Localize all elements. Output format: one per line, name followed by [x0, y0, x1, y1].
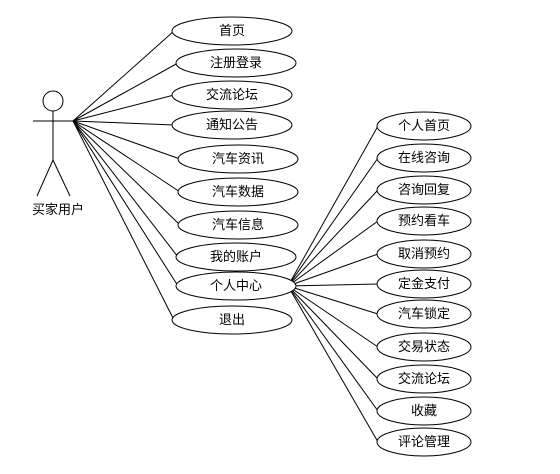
sub-use-case-consult-reply-label: 咨询回复 — [398, 183, 450, 198]
sub-use-case-deposit-payment-shape — [376, 269, 472, 299]
actor-left-leg — [36, 159, 54, 197]
sub-use-case-book-viewing-label: 预约看车 — [398, 213, 450, 229]
use-case-personal-center-shape — [175, 271, 297, 301]
sub-use-case-car-lock-label: 汽车锁定 — [398, 306, 450, 322]
association-line-home — [72, 30, 175, 122]
use-case-forum[interactable]: 交流论坛 — [171, 80, 293, 110]
sub-use-case-cancel-booking[interactable]: 取消预约 — [376, 239, 472, 269]
include-line-sub-forum — [287, 285, 379, 380]
include-line-cancel-booking — [287, 253, 379, 287]
include-line-book-viewing — [287, 220, 379, 287]
use-case-register-login-label: 注册登录 — [210, 56, 262, 71]
association-line-car-data — [72, 120, 181, 193]
use-case-car-info[interactable]: 汽车信息 — [177, 210, 299, 240]
sub-use-case-favorites-label: 收藏 — [411, 404, 437, 419]
include-line-deposit-payment — [287, 283, 379, 287]
association-line-my-account — [72, 120, 179, 258]
include-line-car-lock — [287, 285, 379, 315]
use-case-notice[interactable]: 通知公告 — [171, 110, 293, 140]
actor-head — [42, 90, 64, 112]
association-line-forum — [72, 94, 175, 122]
use-case-car-news-label: 汽车资讯 — [212, 151, 264, 167]
association-lines — [72, 30, 379, 443]
use-case-notice-shape — [171, 110, 293, 140]
sub-use-cases: 个人首页在线咨询咨询回复预约看车取消预约定金支付汽车锁定交易状态交流论坛收藏评论… — [376, 111, 472, 457]
use-case-my-account-shape — [175, 242, 297, 272]
use-case-logout[interactable]: 退出 — [171, 305, 293, 335]
use-case-notice-label: 通知公告 — [206, 117, 258, 133]
association-line-notice — [72, 120, 175, 126]
actor-right-leg — [52, 159, 71, 197]
sub-use-case-trade-status[interactable]: 交易状态 — [376, 332, 472, 362]
actor-figure: 买家用户 — [32, 90, 84, 218]
use-case-personal-center-label: 个人中心 — [210, 279, 262, 294]
use-case-logout-shape — [171, 305, 293, 335]
sub-use-case-deposit-payment-label: 定金支付 — [398, 276, 450, 292]
use-case-car-info-label: 汽车信息 — [212, 217, 264, 233]
sub-use-case-personal-home-label: 个人首页 — [398, 119, 450, 134]
use-case-forum-label: 交流论坛 — [206, 87, 258, 103]
sub-use-case-car-lock[interactable]: 汽车锁定 — [376, 299, 472, 329]
sub-use-case-consult-reply-shape — [376, 175, 472, 205]
actor-label: 买家用户 — [32, 202, 84, 218]
use-case-forum-shape — [171, 80, 293, 110]
sub-use-case-personal-home[interactable]: 个人首页 — [376, 111, 472, 141]
use-case-home-shape — [171, 16, 293, 46]
sub-use-case-sub-forum[interactable]: 交流论坛 — [376, 364, 472, 394]
sub-use-case-favorites-shape — [376, 396, 472, 426]
sub-use-case-online-consult-shape — [376, 143, 472, 173]
sub-use-case-consult-reply[interactable]: 咨询回复 — [376, 175, 472, 205]
sub-use-case-car-lock-shape — [376, 299, 472, 329]
sub-use-case-sub-forum-label: 交流论坛 — [398, 371, 450, 387]
sub-use-case-favorites[interactable]: 收藏 — [376, 396, 472, 426]
include-line-personal-home — [287, 125, 379, 287]
association-line-personal-center — [72, 120, 179, 287]
sub-use-case-trade-status-shape — [376, 332, 472, 362]
use-case-my-account[interactable]: 我的账户 — [175, 242, 297, 272]
sub-use-case-deposit-payment[interactable]: 定金支付 — [376, 269, 472, 299]
include-line-comment-manage — [287, 285, 379, 443]
include-line-online-consult — [287, 157, 379, 287]
sub-use-case-comment-manage[interactable]: 评论管理 — [376, 427, 472, 457]
use-case-car-data-label: 汽车数据 — [212, 184, 264, 200]
sub-use-case-cancel-booking-label: 取消预约 — [398, 247, 450, 262]
association-line-logout — [72, 120, 175, 321]
sub-use-case-comment-manage-shape — [376, 427, 472, 457]
sub-use-case-online-consult-label: 在线咨询 — [398, 151, 450, 166]
use-case-register-login[interactable]: 注册登录 — [175, 48, 297, 78]
use-case-car-news[interactable]: 汽车资讯 — [177, 144, 299, 174]
include-line-consult-reply — [287, 189, 379, 287]
use-case-home[interactable]: 首页 — [171, 16, 293, 46]
use-case-car-info-shape — [177, 210, 299, 240]
sub-use-case-comment-manage-label: 评论管理 — [398, 435, 450, 450]
sub-use-case-cancel-booking-shape — [376, 239, 472, 269]
use-case-register-login-shape — [175, 48, 297, 78]
use-case-car-data[interactable]: 汽车数据 — [177, 177, 299, 207]
use-case-logout-label: 退出 — [219, 313, 245, 328]
sub-use-case-personal-home-shape — [376, 111, 472, 141]
include-line-favorites — [287, 285, 379, 412]
sub-use-case-trade-status-label: 交易状态 — [398, 339, 450, 355]
association-line-car-news — [72, 120, 181, 160]
sub-use-case-online-consult[interactable]: 在线咨询 — [376, 143, 472, 173]
sub-use-case-sub-forum-shape — [376, 364, 472, 394]
sub-use-case-book-viewing-shape — [376, 206, 472, 236]
sub-use-case-book-viewing[interactable]: 预约看车 — [376, 206, 472, 236]
use-case-car-news-shape — [177, 144, 299, 174]
association-line-car-info — [72, 120, 181, 226]
include-line-trade-status — [287, 285, 379, 348]
association-line-register-login — [72, 62, 179, 122]
use-case-my-account-label: 我的账户 — [210, 249, 262, 265]
use-case-car-data-shape — [177, 177, 299, 207]
use-case-personal-center[interactable]: 个人中心 — [175, 271, 297, 301]
use-case-home-label: 首页 — [219, 24, 245, 39]
